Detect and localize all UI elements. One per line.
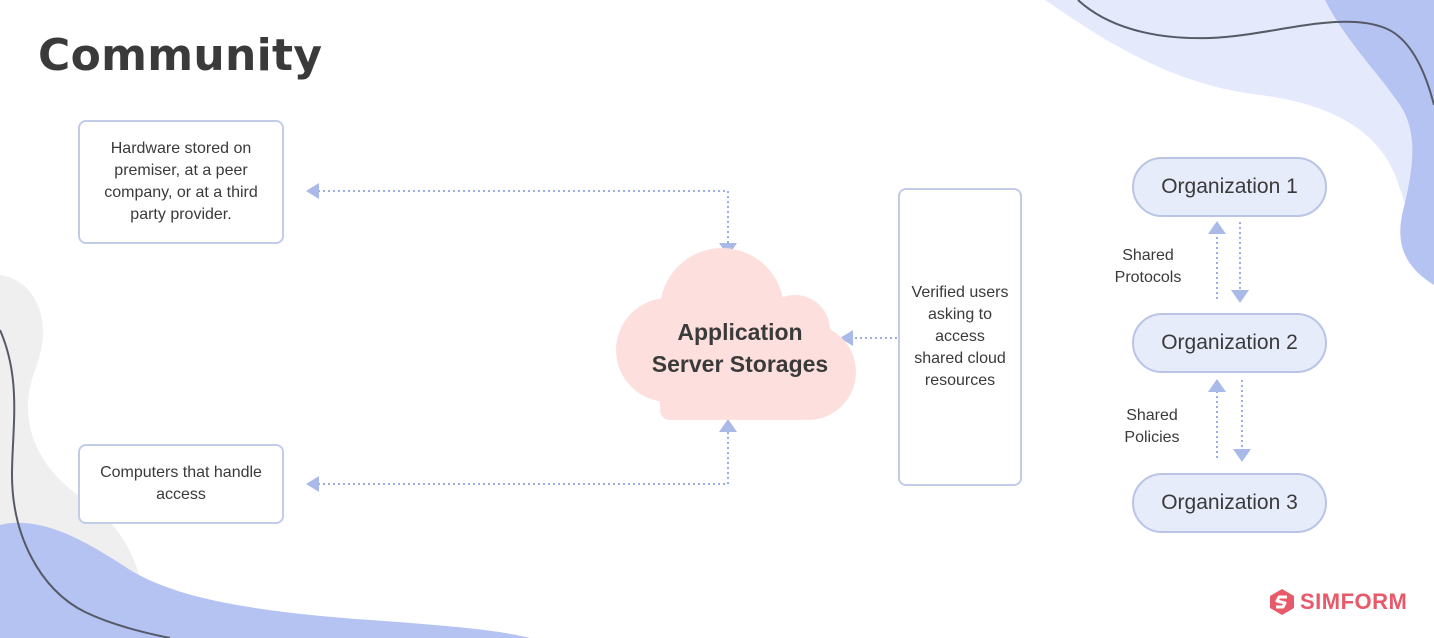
computers-box: Computers that handle access (78, 444, 284, 524)
simform-logo-icon (1270, 589, 1294, 615)
top-right-blob-light (1045, 0, 1434, 285)
cloud-label-line2: Server Storages (651, 351, 829, 377)
connector-computers-cloud (318, 432, 729, 485)
cloud-label: Application Server Storages (622, 316, 858, 380)
connector-hardware-cloud (318, 190, 729, 244)
arrowhead-to-org3 (1233, 449, 1251, 462)
hardware-box-text: Hardware stored on premiser, at a peer c… (104, 140, 258, 223)
arrowhead-to-org2-from-org3 (1208, 379, 1226, 392)
arrowhead-to-hardware (306, 183, 319, 199)
shared-protocols-label: Shared Protocols (1098, 245, 1198, 289)
top-right-blob-dark (1325, 0, 1434, 285)
hardware-box: Hardware stored on premiser, at a peer c… (78, 120, 284, 244)
page-title: Community (38, 30, 323, 81)
brand-name: SIMFORM (1300, 589, 1408, 614)
cloud-shape (616, 248, 856, 420)
bottom-left-blob-blue (0, 522, 530, 638)
arrowhead-into-cloud-bottom (719, 419, 737, 432)
organization-3: Organization 3 (1132, 473, 1327, 533)
shared-protocols-line2: Protocols (1114, 269, 1182, 286)
arrowhead-to-org1 (1208, 221, 1226, 234)
brand-logo: SIMFORM (1268, 588, 1407, 616)
organization-1: Organization 1 (1132, 157, 1327, 217)
bottom-left-curve-line (0, 329, 171, 638)
shared-policies-label: Shared Policies (1102, 405, 1202, 449)
cloud-label-line1: Application (677, 319, 803, 345)
verified-users-box: Verified users asking to access shared c… (898, 188, 1022, 486)
verified-users-text: Verified users asking to access shared c… (911, 284, 1009, 389)
computers-box-text: Computers that handle access (100, 464, 262, 503)
top-right-curve-line (1077, 0, 1434, 106)
shared-policies-line2: Policies (1124, 429, 1180, 446)
arrowhead-to-org2-from-org1 (1231, 290, 1249, 303)
shared-policies-line1: Shared (1126, 407, 1178, 424)
arrowhead-to-computers (306, 476, 319, 492)
shared-protocols-line1: Shared (1122, 247, 1174, 264)
organization-2: Organization 2 (1132, 313, 1327, 373)
arrowhead-into-cloud-right (840, 330, 853, 346)
